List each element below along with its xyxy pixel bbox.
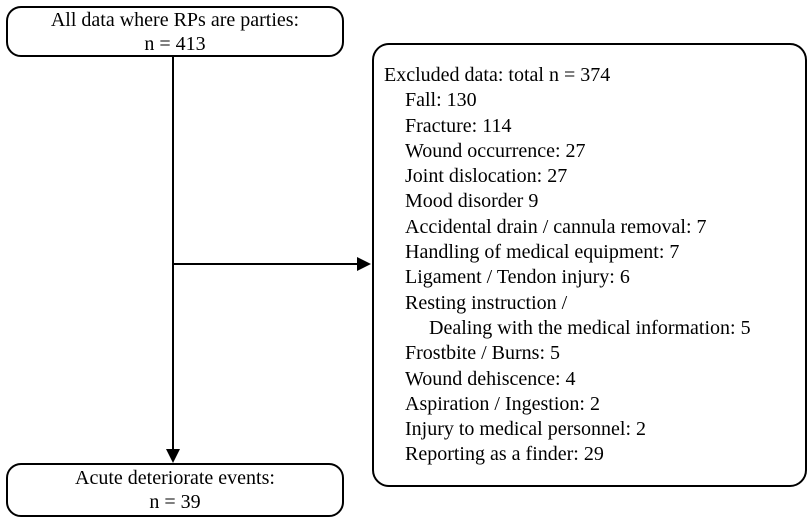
box-all-data: All data where RPs are parties: n = 413 bbox=[6, 6, 344, 57]
excluded-item: Injury to medical personnel: 2 bbox=[405, 418, 647, 441]
box-all-data-line1: All data where RPs are parties: bbox=[50, 9, 300, 31]
excluded-title: Excluded data: total n = 374 bbox=[384, 64, 611, 86]
excluded-item: Aspiration / Ingestion: 2 bbox=[405, 392, 600, 415]
excluded-item: Handling of medical equipment: 7 bbox=[405, 241, 680, 264]
arrow-right-icon bbox=[357, 257, 371, 271]
arrow-down-icon bbox=[166, 449, 180, 463]
excluded-item: Mood disorder 9 bbox=[405, 190, 539, 213]
connector-horizontal-line bbox=[172, 263, 358, 265]
excluded-item: Resting instruction / bbox=[405, 291, 568, 314]
box-acute-events-line1: Acute deteriorate events: bbox=[75, 467, 275, 489]
excluded-item: Fracture: 114 bbox=[405, 114, 512, 137]
box-all-data-count: n = 413 bbox=[144, 33, 206, 55]
connector-vertical-line bbox=[172, 57, 174, 451]
excluded-item: Fall: 130 bbox=[405, 89, 477, 112]
excluded-item: Joint dislocation: 27 bbox=[405, 165, 568, 188]
excluded-item: Frostbite / Burns: 5 bbox=[405, 342, 561, 365]
excluded-item: Accidental drain / cannula removal: 7 bbox=[405, 215, 707, 238]
box-acute-events: Acute deteriorate events: n = 39 bbox=[6, 463, 344, 517]
box-excluded-data: Excluded data: total n = 374 Fall: 130 F… bbox=[372, 43, 807, 487]
excluded-item: Ligament / Tendon injury: 6 bbox=[405, 266, 630, 289]
excluded-item: Wound dehiscence: 4 bbox=[405, 367, 576, 390]
excluded-item: Reporting as a finder: 29 bbox=[405, 443, 604, 466]
excluded-item-continuation: Dealing with the medical information: 5 bbox=[429, 316, 751, 339]
box-acute-events-count: n = 39 bbox=[149, 491, 201, 513]
excluded-item: Wound occurrence: 27 bbox=[405, 139, 586, 162]
